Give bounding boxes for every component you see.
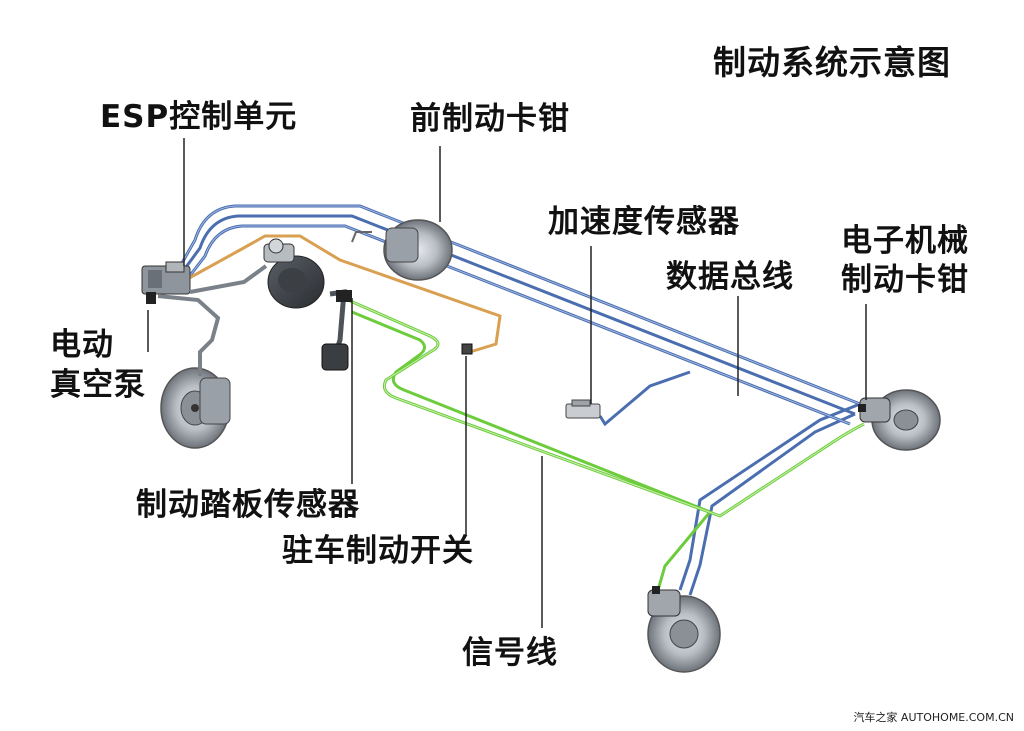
label-esp-control-unit: ESP控制单元 (100, 99, 298, 135)
rear-line-a (678, 402, 861, 591)
label-data-bus: 数据总线 (666, 259, 794, 295)
label-front-brake-caliper: 前制动卡钳 (410, 101, 570, 137)
vacuum-pump-pipes (157, 264, 268, 376)
bus-branch-to-sensor (598, 370, 691, 427)
brake-booster (263, 238, 325, 309)
label-signal-line: 信号线 (462, 635, 558, 671)
label-parking-brake-switch: 驻车制动开关 (282, 533, 474, 569)
data-bus-lines-highlight (177, 205, 861, 425)
brake-pedal (321, 289, 352, 371)
parking-switch-body (461, 343, 473, 355)
front-left-wheel (160, 367, 231, 449)
front-right-wheel (351, 219, 453, 281)
signal-line-outer (347, 298, 865, 518)
brake-fluid-line (181, 234, 502, 354)
bus-line-middle (176, 214, 856, 416)
label-vacuum-pump-line2: 真空泵 (50, 367, 146, 403)
front-left-caliper (199, 377, 231, 425)
diagram-title: 制动系统示意图 (713, 43, 951, 82)
rear-left-emb-caliper (647, 589, 681, 617)
label-vacuum-pump-line1: 电动 (50, 327, 114, 363)
signal-lines-highlight (347, 299, 865, 517)
acceleration-sensor-body (565, 399, 601, 419)
label-acceleration-sensor: 加速度传感器 (548, 204, 740, 240)
rear-line-b (688, 412, 856, 596)
label-emb-caliper-line2: 制动卡钳 (841, 262, 969, 298)
signal-line-inner (351, 310, 713, 591)
esp-control-unit (141, 261, 191, 304)
rear-right-wheel (858, 389, 941, 451)
watermark: 汽车之家 AUTOHOME.COM.CN (853, 711, 1014, 724)
label-pedal-sensor: 制动踏板传感器 (136, 487, 360, 523)
label-emb-caliper-line1: 电子机械 (841, 223, 969, 259)
rear-left-wheel (647, 586, 721, 673)
front-right-caliper (385, 227, 419, 263)
leader-lines (147, 138, 867, 628)
